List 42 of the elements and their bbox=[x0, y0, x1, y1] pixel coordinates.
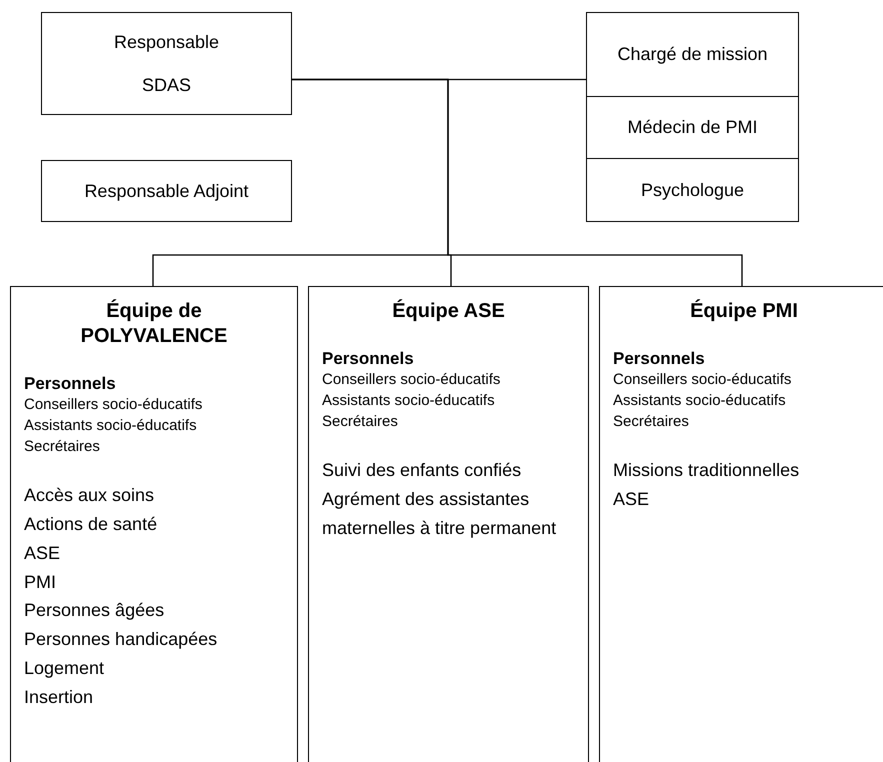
staff-item: Conseillers socio-éducatifs bbox=[322, 370, 502, 390]
staff-item: Assistants socio-éducatifs bbox=[322, 391, 496, 412]
team-heading: Équipe de POLYVALENCE bbox=[80, 299, 228, 349]
staff-item: Conseillers socio-éducatifs bbox=[613, 370, 792, 390]
box-label: Responsable bbox=[114, 31, 220, 54]
team-column bbox=[599, 286, 883, 762]
section-heading: Personnels bbox=[613, 348, 706, 370]
staff-item: Assistants socio-éducatifs bbox=[24, 416, 198, 436]
mission-item: Personnes âgées bbox=[24, 599, 166, 622]
team-column bbox=[10, 286, 298, 762]
box-label: Psychologue bbox=[640, 178, 744, 202]
mission-item: Suivi des enfants confiés bbox=[322, 459, 522, 482]
connector-line bbox=[292, 78, 743, 286]
staff-item: Conseillers socio-éducatifs bbox=[24, 395, 204, 416]
org-box bbox=[586, 12, 799, 97]
box-label: Chargé de mission bbox=[617, 43, 768, 66]
mission-item: Missions traditionnelles bbox=[613, 459, 800, 482]
mission-item: Actions de santé bbox=[24, 513, 158, 536]
mission-item: PMI bbox=[24, 570, 58, 594]
mission-item: Logement bbox=[24, 657, 106, 680]
staff-item: Secrétaires bbox=[613, 412, 690, 432]
team-column bbox=[308, 286, 589, 762]
team-heading: Équipe PMI bbox=[690, 299, 798, 324]
section-heading: Personnels bbox=[24, 373, 117, 394]
mission-item: ASE bbox=[613, 488, 650, 512]
team-heading: Équipe ASE bbox=[392, 299, 505, 324]
staff-item: Secrétaires bbox=[24, 437, 101, 458]
box-label: Médecin de PMI bbox=[627, 116, 758, 139]
section-heading: Personnels bbox=[322, 348, 415, 370]
mission-item: Agrément des assistantes maternelles à titre permanent bbox=[322, 488, 558, 540]
box-label: SDAS bbox=[142, 74, 192, 96]
mission-item: Accès aux soins bbox=[24, 484, 156, 508]
org-box bbox=[41, 12, 292, 115]
org-box bbox=[41, 160, 292, 222]
org-box bbox=[586, 158, 799, 222]
staff-item: Assistants socio-éducatifs bbox=[613, 391, 787, 412]
org-box bbox=[586, 96, 799, 159]
box-label: Responsable Adjoint bbox=[84, 180, 249, 202]
staff-item: Secrétaires bbox=[322, 412, 399, 432]
mission-item: ASE bbox=[24, 542, 62, 565]
mission-item: Insertion bbox=[24, 686, 94, 709]
mission-item: Personnes handicapées bbox=[24, 628, 218, 652]
